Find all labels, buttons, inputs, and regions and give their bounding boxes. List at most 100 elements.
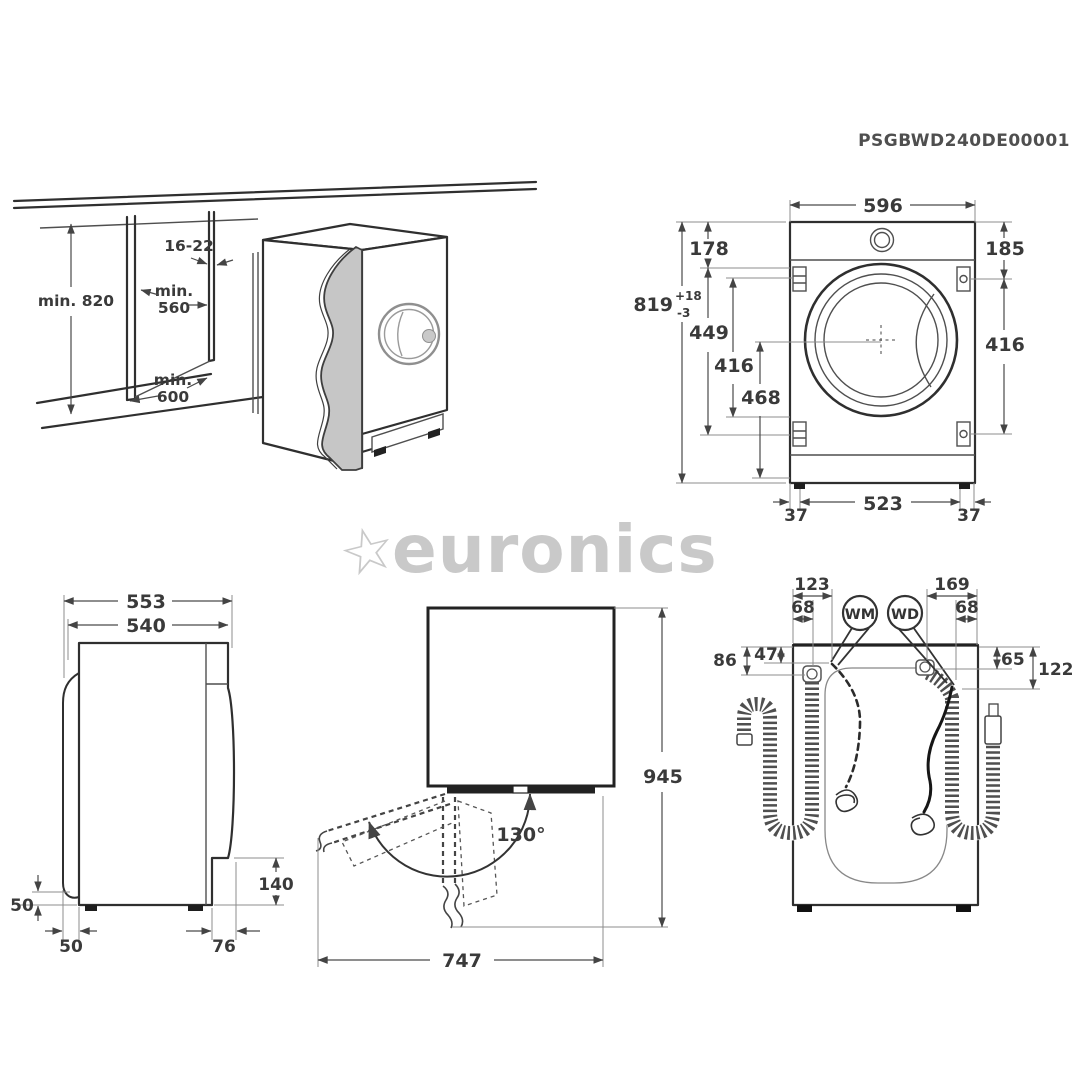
wd-callout-tail (897, 626, 955, 686)
countertop-edge-2 (12, 187, 538, 210)
machine-top-outline (426, 606, 616, 788)
wm-cable-coil (835, 789, 859, 813)
foot-right (956, 905, 971, 912)
dim-depth-body: 540 (126, 615, 166, 637)
wd-plug-scribble (910, 813, 936, 836)
foot-rear (188, 905, 203, 911)
torn-panel-inner-edge (315, 248, 351, 470)
door-glass (823, 282, 939, 398)
dim-min-width-l2: 560 (158, 299, 191, 317)
ext-lines (18, 891, 77, 906)
dim-opening-angle: 130° (496, 824, 545, 846)
dim-height-tol-minus: -3 (677, 306, 690, 320)
dim-bottom-clearance: 50 (10, 896, 34, 916)
door-glass-reflection (915, 293, 935, 388)
watermark: ☆ euronics (332, 508, 717, 592)
drain-hose-end-fitting (736, 733, 753, 746)
ext-lines (676, 221, 786, 484)
ext-lines (211, 862, 237, 940)
wm-cable-dashed (830, 662, 862, 789)
dim-hinge-holes-left: 416 (714, 355, 754, 377)
cabinet-left-panel (125, 214, 137, 402)
dim-top-to-cable-left: 47 (754, 645, 778, 665)
door-glass-reflection-3d (397, 311, 404, 357)
dim-depth-with-door-open: 945 (643, 766, 683, 788)
wd-power-cord (922, 685, 954, 814)
wm-callout-label: WM (845, 607, 875, 623)
hinge-bracket-bottom-left (792, 421, 807, 447)
swing-arc-arrow (368, 793, 537, 878)
top-cap (869, 227, 895, 253)
dim-top-to-hinge-left: 178 (689, 238, 729, 260)
foot-left (794, 483, 805, 489)
dim-arrow (190, 257, 208, 265)
dim-door-center-to-bottom: 468 (741, 387, 781, 409)
dim-top-to-hose-left: 86 (713, 651, 737, 671)
diagram-front-view: 596 819 +18 -3 178 449 416 468 185 (633, 195, 1025, 526)
door-bulge (62, 672, 80, 899)
dim-top-to-hinge-right: 185 (985, 238, 1025, 260)
door-break-line (442, 883, 464, 929)
dim-arrow (216, 258, 234, 266)
dim-min-height: min. 820 (38, 292, 114, 310)
inlet-fitting-cap (988, 703, 999, 717)
dim-right-edge-to-cord: 68 (955, 598, 979, 618)
torn-furniture-panel (320, 245, 363, 471)
dim-min-depth-l1: min. (154, 371, 192, 389)
ext-lines (317, 796, 604, 967)
hinge-bracket-top-left (792, 266, 807, 292)
dim-panel-thickness: 16-22 (164, 237, 214, 255)
ext-lines (62, 890, 80, 940)
dim-min-depth-l2: 600 (157, 388, 190, 406)
dim-min-width-l1: min. (155, 282, 193, 300)
door-face-dashed-2 (341, 800, 453, 867)
dim-rear-recess-width: 76 (212, 937, 236, 957)
foot-left (797, 905, 812, 912)
wd-callout-bubble (886, 594, 924, 632)
wm-callout-tail (830, 627, 870, 666)
foot-front (85, 905, 97, 911)
dim-height-tol-plus: +18 (675, 289, 702, 303)
niche-floor-edge (134, 360, 211, 398)
dim-hinge-holes-right: 416 (985, 334, 1025, 356)
machine-base-edge (360, 432, 374, 454)
door-ring-3d (377, 302, 441, 366)
diagram-door-swing: 130° 945 747 (315, 606, 683, 972)
dim-height: 819 (633, 294, 673, 316)
door-face-dashed (457, 800, 498, 907)
cabinet-right-panel (207, 210, 216, 363)
door-center-cross (866, 325, 897, 356)
door-handle-3d (422, 329, 436, 343)
dim-arrow (140, 288, 160, 297)
foot-right (959, 483, 970, 489)
inlet-hose-end-fitting (984, 715, 1002, 745)
dim-door-protrusion: 50 (59, 937, 83, 957)
inlet-hose (924, 666, 1000, 841)
dim-top-to-inlet-right: 65 (1001, 650, 1025, 670)
machine-foot-rear (428, 428, 440, 439)
door-open-90-dashed (441, 797, 457, 886)
diagram-rear-view: WM WD 123 68 169 68 86 47 65 122 (713, 575, 1074, 912)
wd-callout-label: WD (891, 607, 919, 623)
dim-left-edge-to-hose: 68 (791, 598, 815, 618)
rear-tub-outline (824, 667, 948, 884)
ext-lines (726, 277, 793, 418)
dim-width: 596 (863, 195, 903, 217)
diagram-niche-installation: min. 820 16-22 min. 560 min. 600 (12, 180, 538, 471)
dim-arrow (186, 377, 208, 389)
wm-callout-bubble (841, 594, 879, 632)
dim-depth-total: 553 (126, 591, 166, 613)
dim-foot-offset-right: 37 (957, 506, 981, 526)
door-handle-notch (512, 785, 529, 794)
countertop-edge (12, 180, 538, 203)
dim-feet-span: 523 (863, 493, 903, 515)
door-ring (814, 273, 948, 407)
machine-side-body (77, 641, 236, 907)
drain-hose (737, 682, 819, 841)
top-cap-inner (873, 231, 891, 249)
machine-plinth (371, 413, 444, 453)
floor-lines (35, 372, 279, 430)
dim-rear-recess-height: 140 (258, 875, 294, 895)
